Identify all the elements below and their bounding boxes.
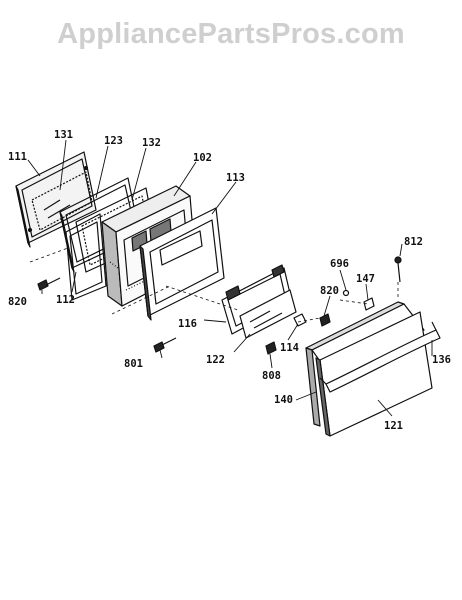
label-121: 121: [384, 420, 403, 432]
label-111: 111: [8, 151, 27, 163]
label-812: 812: [404, 236, 423, 248]
label-820-left: 820: [8, 296, 27, 308]
part-812-screw: [394, 256, 402, 283]
label-132: 132: [142, 137, 161, 149]
label-140: 140: [274, 394, 293, 406]
label-696: 696: [330, 258, 349, 270]
part-121-door-front: [315, 311, 433, 437]
part-820-screw-right: [319, 313, 331, 327]
part-820-screw-left: [37, 277, 61, 291]
part-112-liner: [65, 213, 107, 301]
part-111-back-panel: [15, 151, 97, 248]
label-801: 801: [124, 358, 143, 370]
label-147: 147: [356, 273, 375, 285]
label-113: 113: [226, 172, 245, 184]
part-113-front-frame: [139, 207, 225, 321]
part-801-screw: [153, 337, 177, 353]
part-122-glass: [239, 289, 297, 339]
part-147-spacer: [363, 297, 375, 311]
label-116: 116: [178, 318, 197, 330]
label-102: 102: [193, 152, 212, 164]
leader-lines: [27, 139, 433, 417]
part-labels: 111 131 123 132 102 113 820 112 801 116 …: [8, 129, 451, 432]
part-114-clip: [293, 313, 307, 327]
label-114: 114: [280, 342, 299, 354]
label-122: 122: [206, 354, 225, 366]
alignment-lines: [29, 247, 399, 323]
part-136-handle: [319, 321, 441, 393]
label-112: 112: [56, 294, 75, 306]
part-808-screw: [265, 341, 277, 355]
watermark: AppliancePartsPros.com: [57, 18, 405, 50]
label-136: 136: [432, 354, 451, 366]
label-820-right: 820: [320, 285, 339, 297]
label-131: 131: [54, 129, 73, 141]
label-808: 808: [262, 370, 281, 382]
part-696-washer: [342, 289, 350, 297]
label-123: 123: [104, 135, 123, 147]
